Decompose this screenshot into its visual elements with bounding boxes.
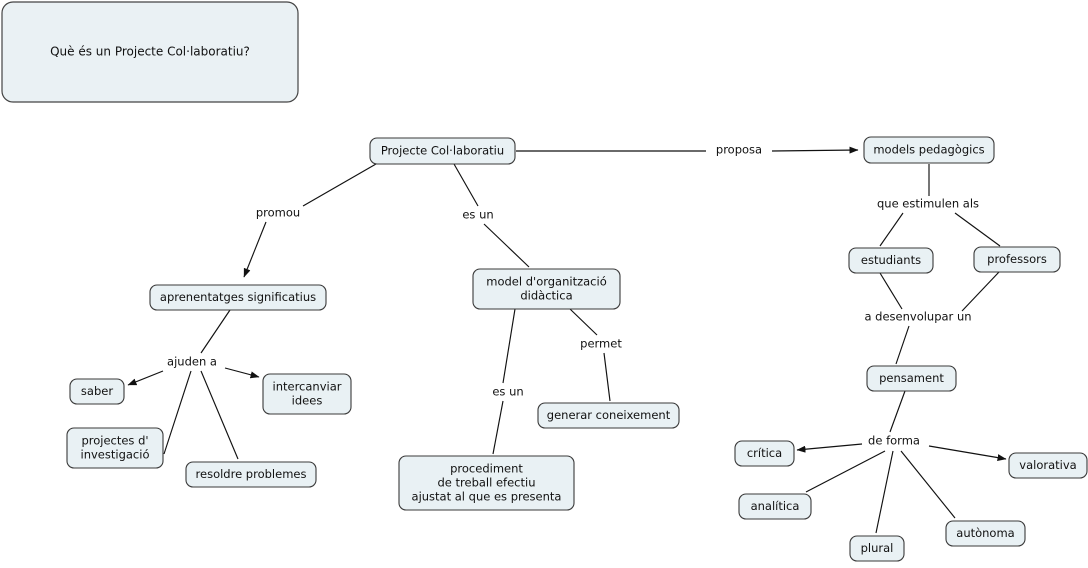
title-box-label: Què és un Projecte Col·laboratiu? [50,45,250,59]
edge-aprenentatges-ajuden [200,309,231,354]
node-estudiants-label: estudiants [861,253,921,267]
node-procediment-label: ajustat al que es presenta [412,490,562,504]
node-critica[interactable]: crítica [734,440,795,467]
link-label-es-un-1: es un [462,208,493,222]
node-estudiants-rect [848,247,934,274]
edge-estudiants-adesenv [879,272,903,310]
edge-deforma-plural [875,450,894,534]
edge-deforma-critica [796,443,863,453]
edge-deforma-autonoma [900,450,956,519]
node-intercanviar-label: idees [292,394,323,408]
edge-projecte-esun1 [453,163,479,207]
edge-modelorg-permet [569,308,598,336]
edge-permet-generar [603,352,611,402]
node-models[interactable]: models pedagògics [863,136,995,164]
node-models-rect [863,136,995,164]
edge-queestimulen-estudiants [879,212,904,247]
link-label-a-desenvolupar: a desenvolupar un [864,310,971,324]
node-intercanviar-rect [262,373,352,415]
node-projectes-label: projectes d' [81,434,148,448]
node-model-org-label: didàctica [520,289,572,303]
title-box-rect [1,1,299,103]
node-resoldre[interactable]: resoldre problemes [185,461,317,488]
link-label-proposa: proposa [716,143,762,157]
edge-adesenv-pensament [895,325,910,365]
link-label-es-un-2: es un [492,385,523,399]
edge-ajuden-saber [127,370,164,386]
node-model-org-rect [472,268,621,310]
node-models-label: models pedagògics [873,143,984,157]
edge-ajuden-resoldre [200,370,239,460]
node-generar-rect [537,402,680,429]
node-professors[interactable]: professors [973,246,1061,273]
edge-projecte-promou [302,163,377,207]
node-pensament-label: pensament [879,371,944,385]
edge-proposa-models [771,146,859,154]
link-label-que-estimulen: que estimulen als [877,197,979,211]
node-projecte[interactable]: Projecte Col·laboratiu [369,137,516,165]
link-labels-layer: proposa promou es un que estimulen als a des… [167,143,979,448]
node-projectes[interactable]: projectes d'investigació [66,427,164,469]
link-label-de-forma: de forma [868,434,920,448]
edge-ajuden-projectes [163,370,192,455]
node-procediment-label: de treball efectiu [438,476,536,490]
edge-esun2-procediment [492,400,504,455]
node-plural-rect [849,535,905,562]
edge-deforma-analitica [805,450,886,493]
node-professors-rect [973,246,1061,273]
edges-layer [127,146,1007,534]
node-professors-label: professors [987,252,1047,266]
node-analitica-rect [738,493,812,520]
node-projecte-label: Projecte Col·laboratiu [381,144,504,158]
link-label-ajuden-a: ajuden a [167,355,217,369]
link-label-permet: permet [580,337,622,351]
edge-professors-adesenv [961,271,1000,312]
node-procediment-label: procediment [450,462,523,476]
node-projectes-rect [66,427,164,469]
node-saber-label: saber [81,384,113,398]
node-estudiants[interactable]: estudiants [848,247,934,274]
node-procediment-rect [398,455,575,511]
node-analitica[interactable]: analítica [738,493,812,520]
edge-deforma-valorativa [928,445,1007,462]
edge-promou-aprenentatges [243,221,267,278]
node-valorativa-rect [1008,452,1088,479]
edge-queestimulen-professors [954,212,1001,247]
title-box: Què és un Projecte Col·laboratiu? [1,1,299,103]
node-aprenentatges-rect [149,284,327,311]
edge-modelorg-esun2 [502,308,516,384]
link-label-promou: promou [256,206,300,220]
node-critica-label: crítica [747,446,782,460]
node-intercanviar-label: intercanviar [273,380,342,394]
node-model-org-label: model d'organització [486,275,606,289]
nodes-layer: Projecte Col·laboratiu models pedagògics a… [66,136,1088,562]
node-autonoma[interactable]: autònoma [945,520,1026,547]
node-pensament-rect [866,365,957,392]
edge-pensament-deforma [889,390,906,433]
node-generar-label: generar coneixement [547,408,671,422]
node-plural[interactable]: plural [849,535,905,562]
node-autonoma-label: autònoma [956,526,1014,540]
node-aprenentatges-label: aprenentatges significatius [160,290,316,304]
node-pensament[interactable]: pensament [866,365,957,392]
node-analitica-label: analítica [751,499,800,513]
node-autonoma-rect [945,520,1026,547]
node-generar[interactable]: generar coneixement [537,402,680,429]
node-plural-label: plural [861,541,894,555]
node-resoldre-rect [185,461,317,488]
node-projecte-rect [369,137,516,165]
node-projectes-label: investigació [81,448,150,462]
edge-esun1-modelorg [483,223,530,268]
node-critica-rect [734,440,795,467]
node-valorativa-label: valorativa [1019,458,1076,472]
edge-ajuden-intercanviar [224,367,260,379]
node-valorativa[interactable]: valorativa [1008,452,1088,479]
node-saber[interactable]: saber [69,378,125,405]
node-resoldre-label: resoldre problemes [196,467,307,481]
node-saber-rect [69,378,125,405]
node-aprenentatges[interactable]: aprenentatges significatius [149,284,327,311]
